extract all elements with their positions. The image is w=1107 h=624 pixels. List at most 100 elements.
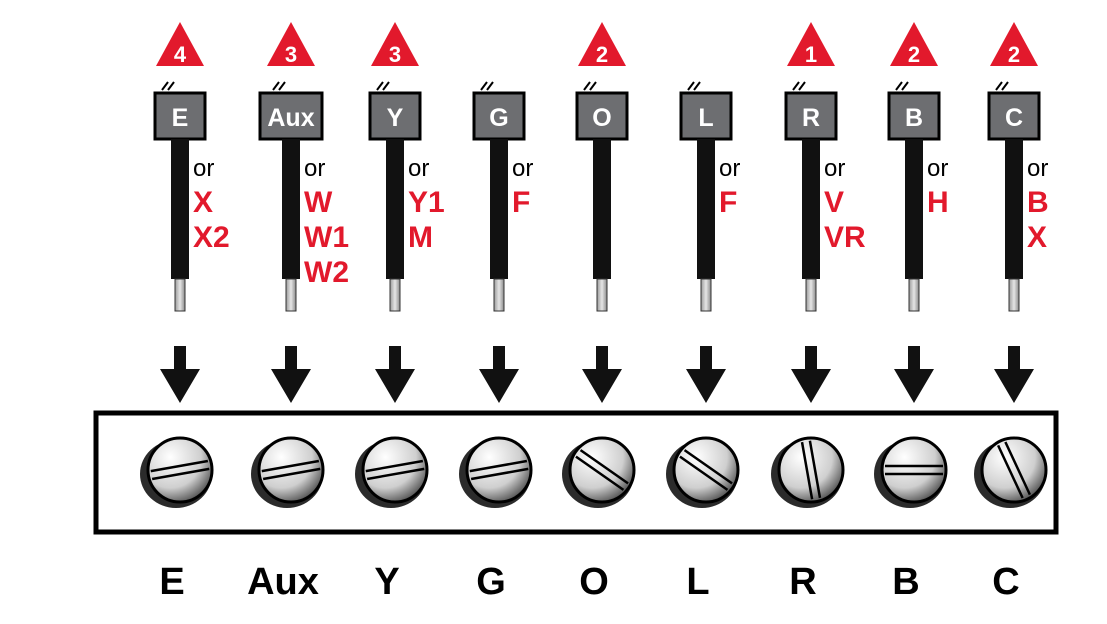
screw-head-icon — [568, 436, 636, 504]
wire-label: Aux — [267, 104, 314, 132]
warning-triangle-icon — [990, 22, 1038, 66]
down-arrow-icon — [582, 346, 622, 403]
screw-head-icon — [777, 436, 845, 504]
terminal-label: E — [159, 561, 184, 603]
screws-layer — [140, 436, 1048, 508]
badge-number: 2 — [1008, 42, 1020, 67]
screw-slot — [679, 449, 733, 491]
wire-label: L — [698, 104, 713, 132]
alt-prefix: or — [1027, 155, 1048, 182]
alt-prefix: or — [193, 155, 214, 182]
wire-conductor — [596, 278, 608, 312]
wire-conductor — [700, 278, 712, 312]
screw-head-icon — [146, 436, 214, 504]
screw-head-icon — [980, 436, 1048, 504]
screw-head-icon — [257, 436, 325, 504]
wire-label: R — [802, 104, 820, 132]
alt-prefix: or — [824, 155, 845, 182]
screw-slot — [575, 449, 629, 491]
wire-label-box — [784, 91, 838, 141]
down-arrow-icon — [894, 346, 934, 403]
warning-triangle-icon — [578, 22, 626, 66]
badge-number: 4 — [174, 42, 187, 67]
wire-conductor — [493, 278, 505, 312]
terminal-label: Y — [374, 561, 399, 603]
alt-wire-label: H — [927, 186, 949, 219]
wire-insulation — [386, 139, 404, 279]
arrows-layer — [160, 346, 1034, 403]
wire-insulation — [802, 139, 820, 279]
crimp-mark-icon — [792, 81, 806, 91]
crimp-mark-icon — [995, 81, 1009, 91]
warning-triangle-icon — [156, 22, 204, 66]
wire-label: B — [905, 104, 923, 132]
alt-wire-label: W1 — [304, 221, 349, 254]
screw-head-icon — [880, 436, 948, 504]
terminal-label: B — [892, 561, 919, 603]
wire-label-box — [258, 91, 324, 141]
crimp-mark-icon — [480, 81, 494, 91]
alt-wire-label: B — [1027, 186, 1049, 219]
wire-insulation — [490, 139, 508, 279]
down-arrow-icon — [479, 346, 519, 403]
warning-triangle-icon — [267, 22, 315, 66]
crimp-mark-icon — [687, 81, 701, 91]
down-arrow-icon — [375, 346, 415, 403]
badge-number: 1 — [805, 42, 817, 67]
alt-wire-label: F — [719, 186, 737, 219]
badge-number: 2 — [596, 42, 608, 67]
screw-slot — [885, 464, 943, 476]
alt-wire-label: X2 — [193, 221, 230, 254]
wire-conductor — [285, 278, 297, 312]
down-arrow-icon — [686, 346, 726, 403]
crimp-mark-icon — [895, 81, 909, 91]
crimp-mark-icon — [583, 81, 597, 91]
alt-prefix: or — [927, 155, 948, 182]
screw-slot — [996, 441, 1032, 499]
warning-triangle-icon — [787, 22, 835, 66]
wire-conductor — [1008, 278, 1020, 312]
wire-conductor — [908, 278, 920, 312]
wire-insulation — [282, 139, 300, 279]
wire-insulation — [171, 139, 189, 279]
badge-number: 3 — [389, 42, 401, 67]
warning-triangle-icon — [890, 22, 938, 66]
screw-head-icon — [361, 436, 429, 504]
wire-label-box — [887, 91, 941, 141]
terminal-label: Aux — [247, 561, 319, 603]
screw-slot — [365, 459, 425, 481]
terminal-label: L — [686, 561, 709, 603]
wire-label: O — [592, 104, 611, 132]
alt-wire-label: V — [824, 186, 844, 219]
down-arrow-icon — [791, 346, 831, 403]
wire-insulation — [697, 139, 715, 279]
wire-insulation — [1005, 139, 1023, 279]
warning-triangle-icon — [371, 22, 419, 66]
alt-wire-label: M — [408, 221, 433, 254]
screw-slot — [261, 459, 321, 481]
wire-label: C — [1005, 104, 1023, 132]
alt-prefix: or — [304, 155, 325, 182]
wire-label: G — [489, 104, 508, 132]
terminal-label: R — [789, 561, 816, 603]
wire-label-box — [575, 91, 629, 141]
screw-head-icon — [672, 436, 740, 504]
wire-label-box — [679, 91, 733, 141]
crimp-mark-icon — [161, 81, 175, 91]
wire-label-box — [368, 91, 422, 141]
alt-wire-label: F — [512, 186, 530, 219]
alt-prefix: or — [719, 155, 740, 182]
alt-wire-label: VR — [824, 221, 866, 254]
terminal-label: O — [579, 561, 609, 603]
alt-wire-label: W2 — [304, 256, 349, 289]
alt-prefix: or — [408, 155, 429, 182]
badge-number: 2 — [908, 42, 920, 67]
down-arrow-icon — [271, 346, 311, 403]
wire-conductor — [174, 278, 186, 312]
wire-insulation — [905, 139, 923, 279]
badge-number: 3 — [285, 42, 297, 67]
alt-wire-label: X — [1027, 221, 1047, 254]
